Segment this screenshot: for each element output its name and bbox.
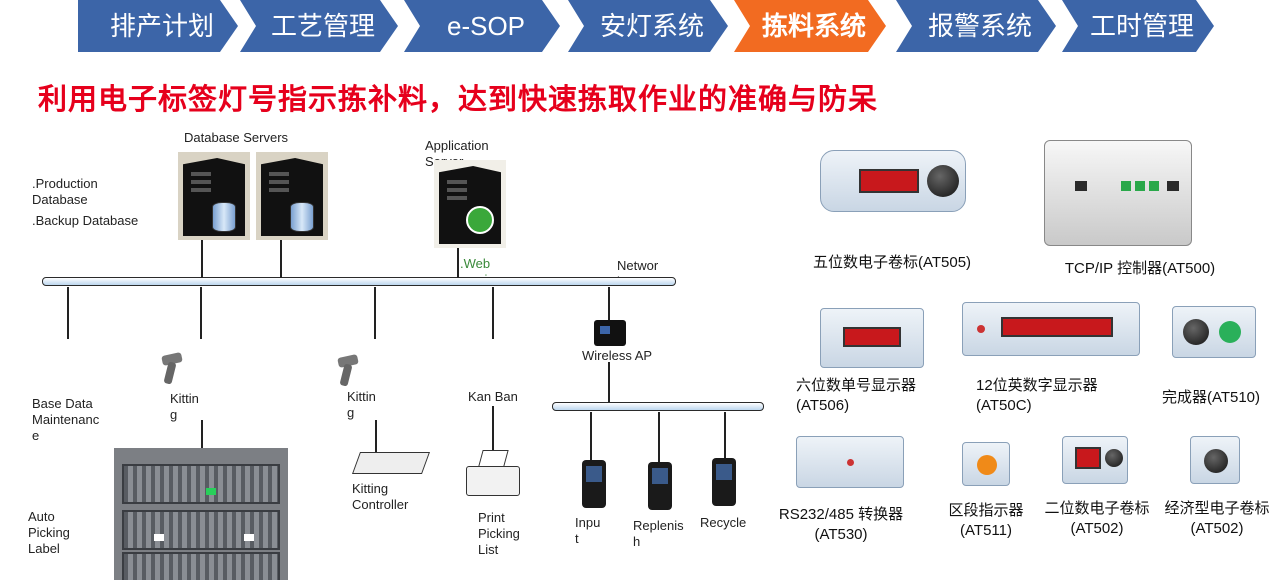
connector-kitting-1 xyxy=(200,287,202,339)
device-at502-two-digit xyxy=(1062,436,1128,484)
globe-icon xyxy=(466,206,494,234)
device-at50c xyxy=(962,302,1140,356)
light-indicator xyxy=(154,534,164,541)
caption-at510: 完成器(AT510) xyxy=(1161,389,1261,406)
caption-at50c: 12位英数字显示器 (AT50C) xyxy=(976,377,1098,414)
recycle-label: Recycle xyxy=(700,515,747,530)
wireless-ap-label: Wireless AP xyxy=(582,348,653,363)
caption-at500: TCP/IP 控制器(AT500) xyxy=(1064,260,1216,277)
device-at505 xyxy=(820,150,966,212)
device-at500 xyxy=(1044,140,1192,246)
kan-ban-label: Kan Ban xyxy=(468,389,518,404)
connector-kan-ban xyxy=(492,287,494,339)
caption-at511: 区段指示器 (AT511) xyxy=(948,502,1024,539)
replenish-label: Replenis h xyxy=(633,518,684,549)
connector-wireless-ap xyxy=(608,287,610,323)
production-database-label: .Production Database xyxy=(32,176,98,207)
kitting-controller-label: Kitting Controller xyxy=(352,481,409,512)
connector-input xyxy=(590,412,592,460)
connector-db-primary xyxy=(201,240,203,278)
caption-at502-economy: 经济型电子卷标 (AT502) xyxy=(1164,500,1270,537)
light-indicator xyxy=(206,488,216,495)
caption-at506: 六位数单号显示器 (AT506) xyxy=(796,377,917,414)
handheld-terminal-icon xyxy=(712,458,736,506)
caption-at530: RS232/485 转换器 (AT530) xyxy=(778,506,904,543)
backup-database-label: .Backup Database xyxy=(32,213,139,228)
tab-process-management[interactable]: 工艺管理 xyxy=(240,0,398,52)
tab-scheduling[interactable]: 排产计划 xyxy=(78,0,238,52)
page-headline: 利用电子标签灯号指示拣补料，达到快速拣取作业的准确与防呆 xyxy=(38,84,879,116)
picking-rack-photo xyxy=(114,448,288,580)
network-bus xyxy=(42,277,676,286)
connector-replenish xyxy=(658,412,660,462)
connector-app-server xyxy=(457,248,459,278)
database-icon xyxy=(212,202,236,232)
kitting-2-label: Kittin g xyxy=(347,389,376,420)
connector-ap-bus xyxy=(608,362,610,402)
print-picking-list-label: Print Picking List xyxy=(478,510,520,557)
connector-db-backup xyxy=(280,240,282,278)
handheld-terminal-icon xyxy=(648,462,672,510)
caption-at502-two-digit: 二位数电子卷标 (AT502) xyxy=(1044,500,1150,537)
kitting-controller-icon xyxy=(351,452,431,474)
connector-base-data xyxy=(67,287,69,339)
connector-kitting-2 xyxy=(374,287,376,339)
tab-e-sop[interactable]: e-SOP xyxy=(404,0,560,52)
application-server xyxy=(434,160,506,248)
process-nav: 排产计划 工艺管理 e-SOP 安灯系统 拣料系统 报警系统 工时管理 xyxy=(0,0,1280,56)
printer-icon xyxy=(466,448,520,504)
handheld-terminal-icon xyxy=(582,460,606,508)
light-indicator xyxy=(244,534,254,541)
barcode-scanner-icon xyxy=(160,354,184,386)
connector-recycle xyxy=(724,412,726,458)
connector-kitting-controller xyxy=(375,420,377,452)
kitting-1-label: Kittin g xyxy=(170,391,199,422)
device-at511 xyxy=(962,442,1010,486)
tab-labor-hours[interactable]: 工时管理 xyxy=(1062,0,1214,52)
tab-picking-system[interactable]: 拣料系统 xyxy=(734,0,886,52)
input-label: Inpu t xyxy=(575,515,601,546)
database-server-primary xyxy=(178,152,250,240)
tab-alarm-system[interactable]: 报警系统 xyxy=(896,0,1056,52)
base-data-label: Base Data Maintenanc e xyxy=(32,396,100,443)
device-at506 xyxy=(820,308,924,368)
caption-at505: 五位数电子卷标(AT505) xyxy=(812,254,972,271)
wireless-ap-icon xyxy=(594,320,626,346)
database-servers-label: Database Servers xyxy=(184,130,289,145)
tab-andon-system[interactable]: 安灯系统 xyxy=(568,0,728,52)
device-at502-economy xyxy=(1190,436,1240,484)
auto-picking-label: Auto Picking Label xyxy=(28,509,70,556)
device-at510 xyxy=(1172,306,1256,358)
connector-printer xyxy=(492,406,494,450)
device-at530 xyxy=(796,436,904,488)
database-server-backup xyxy=(256,152,328,240)
connector-kitting-photo xyxy=(201,420,203,448)
wireless-bus xyxy=(552,402,764,411)
barcode-scanner-icon xyxy=(336,356,360,388)
database-icon xyxy=(290,202,314,232)
